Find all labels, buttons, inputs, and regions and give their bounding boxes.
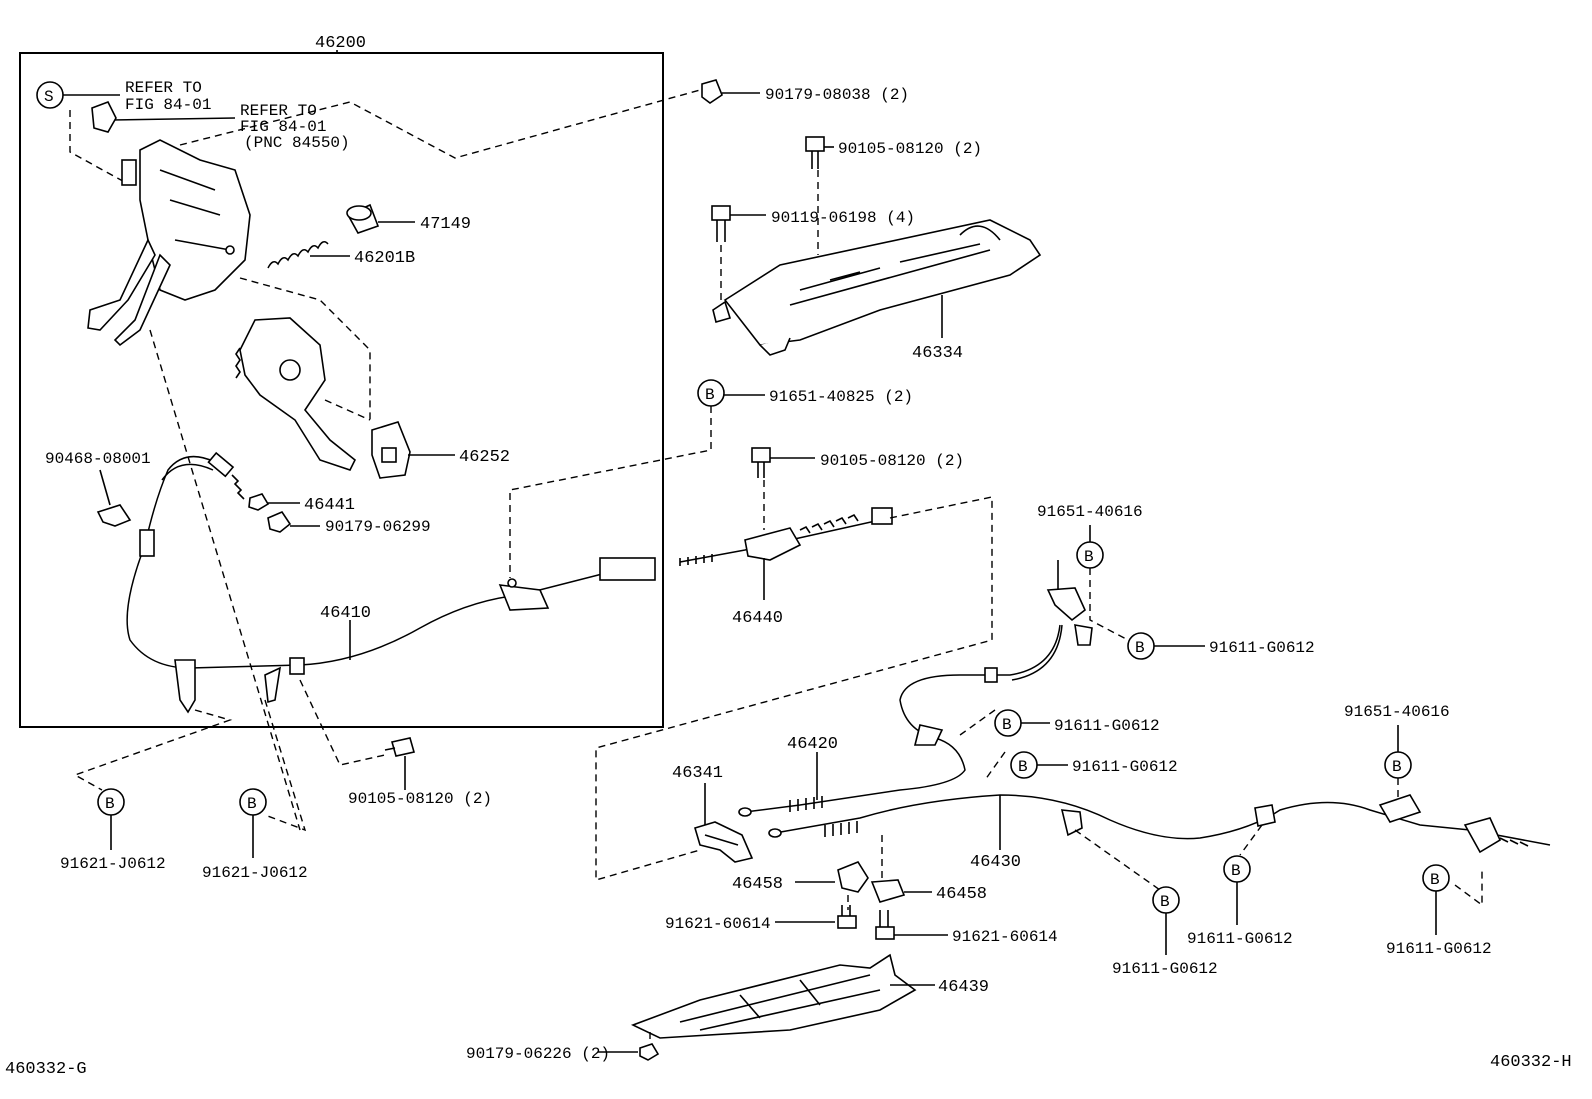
cable-46410-icon [126, 451, 656, 714]
svg-text:S: S [44, 88, 54, 106]
circle-b-icon: B [97, 788, 125, 816]
assembly-label: 46200 [315, 34, 366, 53]
label-91611-G0612-d: 91611-G0612 [1112, 960, 1218, 978]
circle-b-icon: B [1127, 632, 1155, 660]
stopper-46252-icon [371, 421, 411, 479]
tray-46334-icon [712, 219, 1042, 356]
svg-text:B: B [247, 795, 257, 813]
label-91621-60614-a: 91621-60614 [665, 915, 771, 933]
circle-b-icon: B [1076, 541, 1104, 569]
label-91651-40616-b: 91651-40616 [1344, 703, 1450, 721]
circle-b-icon: B [1422, 864, 1450, 892]
label-46410: 46410 [320, 604, 371, 623]
circle-b-icon: B [1010, 751, 1038, 779]
label-46334: 46334 [912, 344, 963, 363]
svg-text:B: B [1135, 639, 1145, 657]
bushing-47149-icon [346, 203, 380, 234]
circle-s-icon: S [36, 81, 64, 109]
svg-text:B: B [1392, 758, 1402, 776]
circle-b-icon: B [697, 379, 725, 407]
svg-text:B: B [1002, 716, 1012, 734]
nut-90179-08038-icon [701, 79, 723, 104]
svg-text:B: B [1160, 893, 1170, 911]
label-46252: 46252 [459, 448, 510, 467]
clip-46458-a-icon [837, 861, 869, 893]
cable-46420-icon [738, 624, 1063, 817]
clip-90468-icon [96, 504, 132, 527]
svg-text:B: B [1018, 758, 1028, 776]
svg-text:B: B [1084, 548, 1094, 566]
bolt-90119-06198-icon [711, 205, 731, 242]
label-90179-06226: 90179-06226 (2) [466, 1045, 610, 1063]
bolt-90105-08120-b-icon [751, 447, 771, 478]
label-90179-08038: 90179-08038 (2) [765, 86, 909, 104]
lever-bracket-icon [87, 139, 251, 347]
label-91611-G0612-c: 91611-G0612 [1072, 758, 1178, 776]
nut-46441-icon [248, 493, 270, 511]
bolt-91621-60614-a-icon [837, 905, 857, 929]
assembly-box [19, 52, 664, 728]
label-46439: 46439 [938, 978, 989, 997]
label-91651-40616-a: 91651-40616 [1037, 503, 1143, 521]
label-91611-G0612-b: 91611-G0612 [1054, 717, 1160, 735]
label-46458-a: 46458 [732, 875, 783, 894]
ratchet-sector-icon [235, 317, 357, 471]
label-90468-08001: 90468-08001 [45, 450, 151, 468]
label-46341: 46341 [672, 764, 723, 783]
circle-b-icon: B [1223, 855, 1251, 883]
bolt-90105-08120-c-icon [384, 737, 416, 757]
circle-b-icon: B [1384, 751, 1412, 779]
label-91611-G0612-f: 91611-G0612 [1386, 940, 1492, 958]
label-91651-40825: 91651-40825 (2) [769, 388, 913, 406]
svg-text:B: B [705, 386, 715, 404]
circle-b-icon: B [239, 788, 267, 816]
label-90105-08120-b: 90105-08120 (2) [820, 452, 964, 470]
label-46420: 46420 [787, 735, 838, 754]
label-90105-08120-a: 90105-08120 (2) [838, 140, 982, 158]
label-91621-J0612-a: 91621-J0612 [60, 855, 166, 873]
equalizer-46440-icon [679, 507, 893, 566]
spring-46201B-icon [267, 241, 329, 269]
label-47149: 47149 [420, 215, 471, 234]
plate-46439-icon [630, 953, 917, 1039]
nut-90179-06226-icon [639, 1043, 660, 1061]
label-46458-b: 46458 [936, 885, 987, 904]
label-46440: 46440 [732, 609, 783, 628]
label-90119-06198: 90119-06198 (4) [771, 209, 915, 227]
svg-text:B: B [1231, 862, 1241, 880]
label-91621-60614-b: 91621-60614 [952, 928, 1058, 946]
label-91611-G0612-e: 91611-G0612 [1187, 930, 1293, 948]
svg-text:B: B [105, 795, 115, 813]
bolt-91621-60614-b-icon [875, 910, 895, 940]
circle-b-icon: B [1152, 886, 1180, 914]
figure-code-left: 460332-G [5, 1060, 87, 1079]
circle-b-icon: B [994, 709, 1022, 737]
cable-46430-icon [768, 794, 1551, 854]
clip-46458-b-icon [870, 879, 906, 903]
bolt-90105-08120-a-icon [805, 136, 825, 169]
nut-90179-06299-icon [267, 511, 292, 533]
refer-note-2-line2: FIG 84-01 [240, 118, 326, 136]
figure-code-right: 460332-H [1490, 1053, 1572, 1072]
switch-clip-icon [91, 100, 117, 133]
label-46441: 46441 [304, 496, 355, 515]
label-91621-J0612-b: 91621-J0612 [202, 864, 308, 882]
label-90179-06299: 90179-06299 [325, 518, 431, 536]
refer-note-1-line2: FIG 84-01 [125, 96, 211, 114]
bracket-right-upper-icon [1046, 560, 1093, 646]
label-46201B: 46201B [354, 249, 415, 268]
refer-note-2-line3: (PNC 84550) [244, 134, 350, 152]
refer-note-1-line1: REFER TO [125, 79, 202, 97]
bracket-46341-icon [694, 821, 754, 863]
label-91611-G0612-a: 91611-G0612 [1209, 639, 1315, 657]
label-46430: 46430 [970, 853, 1021, 872]
label-90105-08120-c: 90105-08120 (2) [348, 790, 492, 808]
svg-text:B: B [1430, 871, 1440, 889]
